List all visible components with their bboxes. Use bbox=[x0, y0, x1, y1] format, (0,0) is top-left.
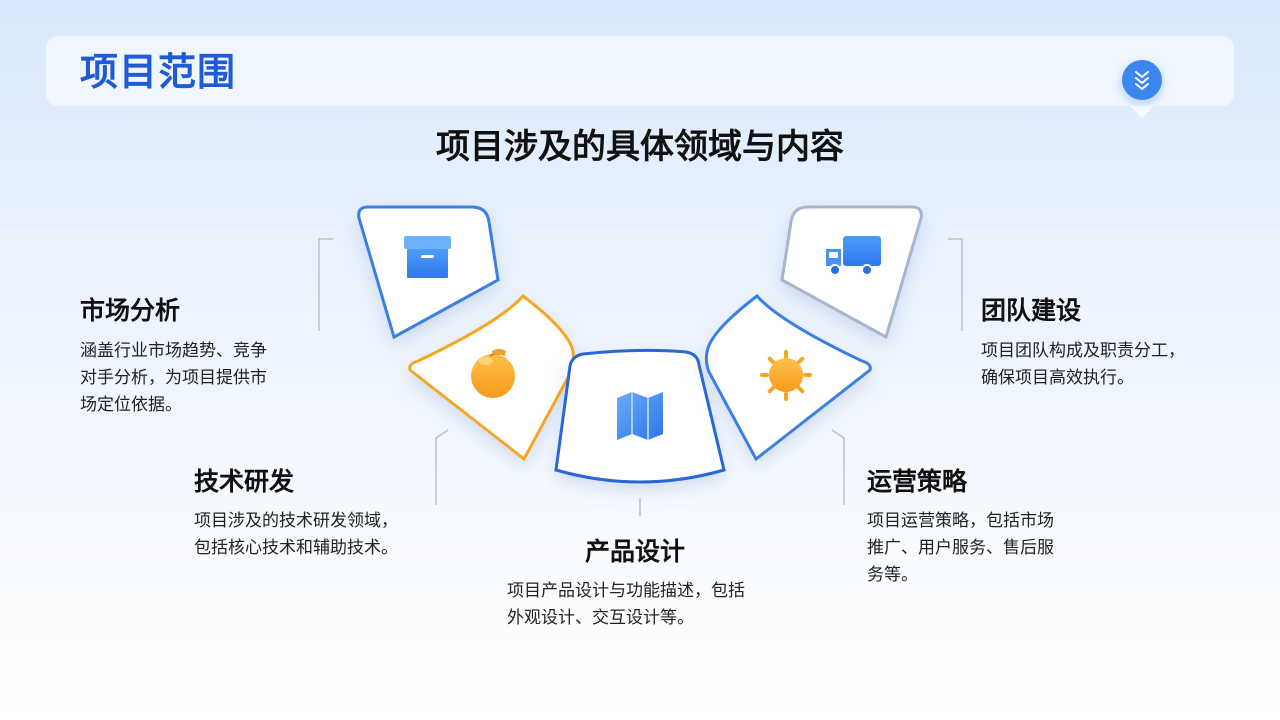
archive-box-icon bbox=[404, 236, 451, 278]
scroll-down-button[interactable] bbox=[1122, 60, 1162, 100]
section-title-product-design: 产品设计 bbox=[585, 537, 686, 566]
subtitle: 项目涉及的具体领域与内容 bbox=[436, 127, 844, 167]
section-desc-product-design: 项目产品设计与功能描述，包括 外观设计、交互设计等。 bbox=[507, 581, 745, 628]
section-title-team-building: 团队建设 bbox=[981, 296, 1082, 325]
header-notch bbox=[1130, 106, 1154, 118]
header-bar: 项目范围 bbox=[46, 36, 1234, 118]
section-title-tech-rd: 技术研发 bbox=[194, 467, 295, 496]
section-desc-team-building: 项目团队构成及职责分工， 确保项目高效执行。 bbox=[981, 341, 1185, 388]
tile-market-analysis[interactable] bbox=[357, 205, 500, 340]
chevrons-down-icon bbox=[1135, 71, 1149, 90]
section-title-operation-strategy: 运营策略 bbox=[867, 467, 968, 496]
tile-team-building[interactable] bbox=[780, 205, 923, 340]
tile-product-design[interactable] bbox=[554, 348, 726, 484]
tile-operation-strategy[interactable] bbox=[704, 293, 872, 462]
section-desc-market-analysis: 涵盖行业市场趋势、竞争 对手分析，为项目提供市 场定位依据。 bbox=[80, 341, 267, 415]
page-title: 项目范围 bbox=[80, 50, 237, 94]
section-title-market-analysis: 市场分析 bbox=[80, 296, 181, 325]
connector-lines bbox=[318, 238, 963, 516]
tangerine-icon bbox=[471, 349, 515, 398]
section-desc-operation-strategy: 项目运营策略，包括市场 推广、用户服务、售后服 务等。 bbox=[867, 511, 1054, 585]
section-desc-tech-rd: 项目涉及的技术研发领域， 包括核心技术和辅助技术。 bbox=[194, 511, 398, 558]
tile-tech-rd[interactable] bbox=[408, 293, 576, 462]
map-icon bbox=[617, 392, 663, 440]
truck-icon bbox=[826, 236, 881, 276]
sun-icon bbox=[760, 350, 812, 401]
